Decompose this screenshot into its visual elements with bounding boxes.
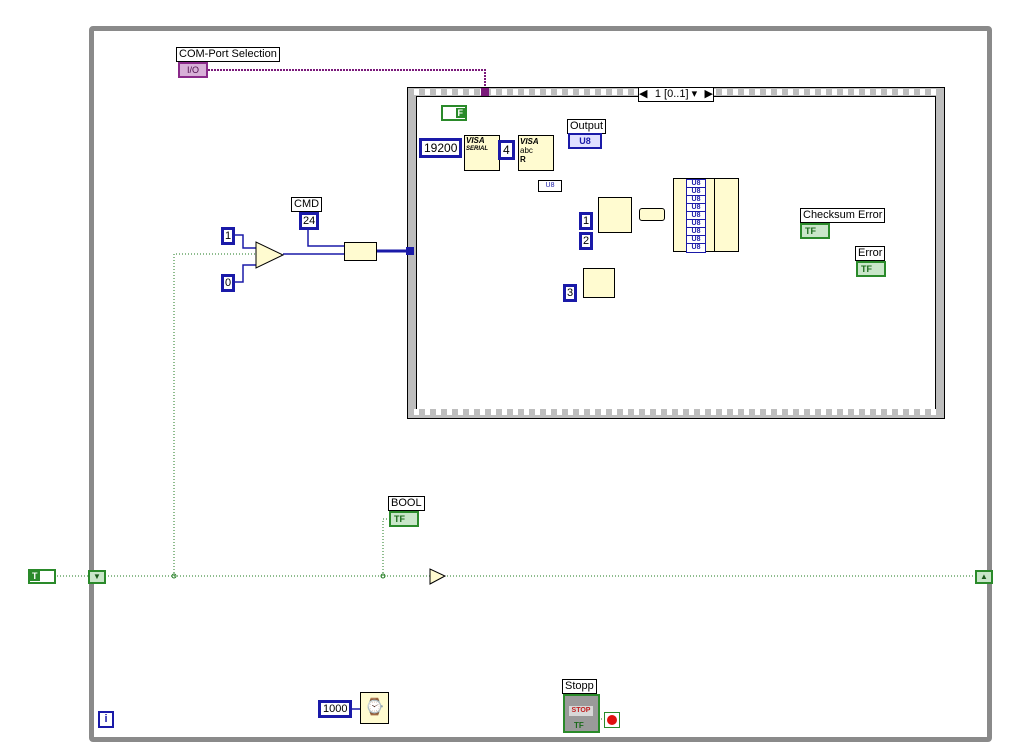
com-port-label: COM-Port Selection [176, 47, 280, 62]
bool-wire [382, 518, 390, 576]
error-indicator[interactable]: TF [856, 261, 886, 277]
array-to-cluster-node[interactable] [639, 208, 665, 221]
output-terminal[interactable]: U8 [568, 133, 602, 149]
com-port-terminal[interactable]: I/O [178, 62, 208, 78]
visa-configure-serial-node[interactable]: VISA SERIAL [464, 135, 500, 171]
next-frame-icon[interactable]: ▶ [704, 88, 713, 100]
baud-rate-constant[interactable]: 19200 [419, 138, 463, 158]
select-false-constant[interactable]: 0 [221, 274, 236, 292]
iteration-terminal: i [98, 711, 114, 728]
cmd-label: CMD [291, 197, 323, 212]
checksum-error-label: Checksum Error [800, 208, 886, 223]
byte-array-convert-node[interactable]: U8 [538, 180, 562, 192]
bool-false-constant[interactable]: F [441, 105, 467, 121]
select-true-constant[interactable]: 1 [221, 227, 236, 245]
visa-label: VISA [466, 136, 485, 145]
array-subset-node[interactable] [598, 197, 632, 233]
frame-selector-label: 1 [0..1] [654, 88, 689, 100]
visa-label: VISA [520, 137, 539, 146]
bool-indicator[interactable]: TF [389, 511, 419, 527]
build-array-node[interactable] [344, 242, 377, 261]
bool-true-value: T [30, 571, 40, 581]
subset-length-constant[interactable]: 2 [579, 232, 594, 250]
bool-false-value: F [455, 108, 465, 118]
numeric-wire [283, 228, 344, 255]
stopp-label: Stopp [562, 679, 597, 694]
abc-label: abc [520, 146, 533, 155]
shift-register-left[interactable]: ▼ [88, 570, 106, 584]
index-constant[interactable]: 3 [563, 284, 578, 302]
sequence-selector[interactable]: ◀ 1 [0..1] ▾ ▶ [638, 87, 714, 102]
add-array-elements-node [714, 179, 739, 251]
bool-label: BOOL [388, 496, 425, 511]
while-loop-border[interactable] [89, 26, 992, 742]
bool-true-constant[interactable]: T [28, 569, 56, 584]
wait-ms-node[interactable]: ⌚ [360, 692, 389, 724]
wait-ms-constant[interactable]: 1000 [318, 700, 353, 718]
subset-index-constant[interactable]: 1 [579, 212, 594, 230]
prev-frame-icon[interactable]: ◀ [639, 88, 648, 100]
error-label: Error [855, 246, 886, 261]
clock-icon: ⌚ [364, 699, 385, 716]
tunnel [481, 88, 489, 96]
tunnel [406, 247, 414, 255]
visa-wire [208, 69, 486, 92]
numeric-wire [231, 234, 256, 283]
shift-register-right[interactable]: ▲ [975, 570, 993, 584]
bytes-to-read-constant[interactable]: 4 [498, 140, 515, 160]
read-label: R [520, 155, 526, 164]
loop-condition-icon[interactable] [604, 712, 620, 728]
not-node [429, 568, 447, 585]
stop-button[interactable]: STOP [569, 706, 593, 716]
select-node [255, 241, 285, 269]
sequence-film-bottom [410, 409, 940, 415]
stop-button-terminal[interactable]: STOP TF [563, 694, 600, 733]
checksum-error-indicator[interactable]: TF [800, 223, 830, 239]
bool-wire [173, 253, 256, 576]
serial-label: SERIAL [466, 146, 489, 152]
dropdown-icon[interactable]: ▾ [691, 88, 698, 100]
stop-tf-label: TF [574, 721, 584, 730]
unbundle-u8-output: U8 [686, 243, 706, 253]
visa-read-node[interactable]: VISA abc R [518, 135, 554, 171]
index-array-node[interactable] [583, 268, 615, 298]
output-label: Output [567, 119, 607, 134]
cmd-constant[interactable]: 24 [299, 212, 320, 230]
